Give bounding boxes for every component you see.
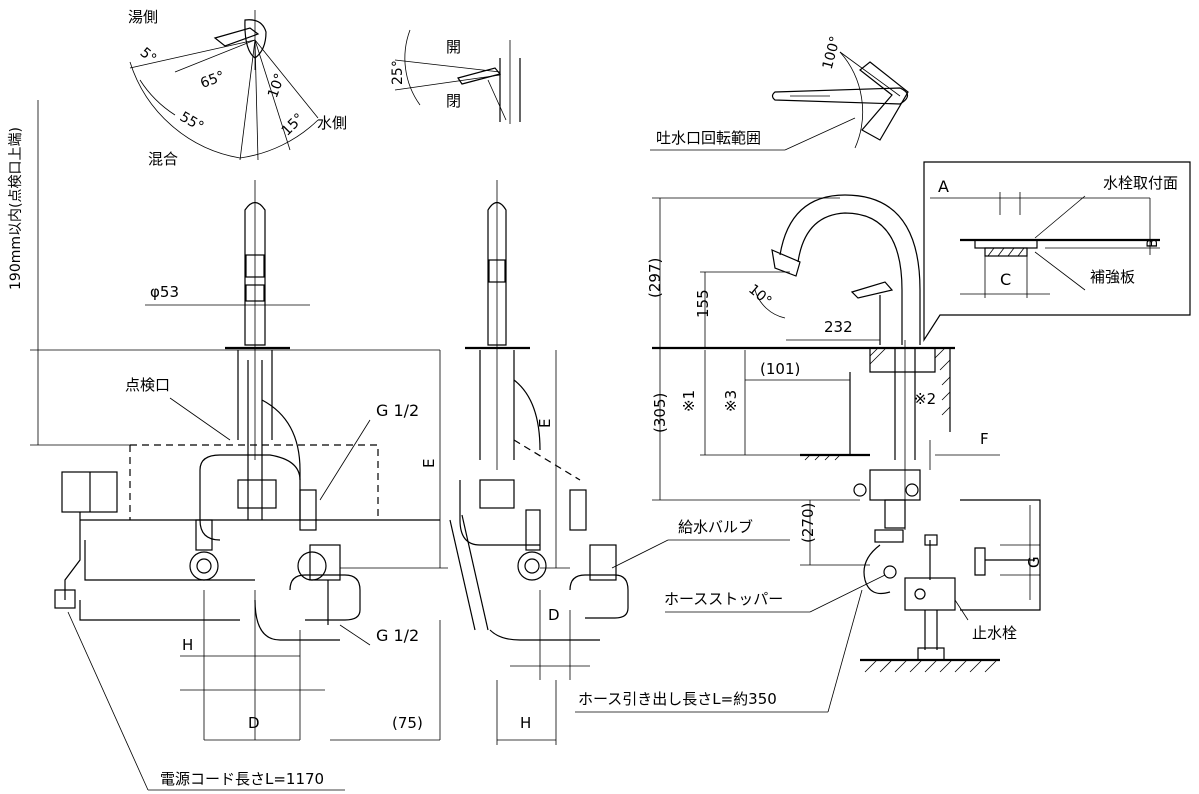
dim-270-label: (270) <box>799 503 817 543</box>
dim-e-right-label: E <box>536 419 554 428</box>
side-view: E D H 給水バルブ ホースストッパー ホース引き出し長さL=約350 <box>449 180 886 745</box>
dim-d-left-label: D <box>248 714 260 732</box>
mount-surface-label: 水栓取付面 <box>1103 174 1178 192</box>
dim-d-right-label: D <box>548 606 560 624</box>
dim-a-label: A <box>938 177 949 196</box>
mount-detail-box: A 水栓取付面 B 補強板 C <box>923 161 1191 343</box>
water-side-label: 水側 <box>317 114 347 132</box>
angle-15-label: 15° <box>279 110 308 139</box>
power-cord-label: 電源コード長さL=1170 <box>160 770 324 788</box>
angle-25-label: 25° <box>390 60 406 85</box>
dim-101-label: (101) <box>760 360 800 378</box>
mixed-label: 混合 <box>148 150 178 168</box>
hose-length-label: ホース引き出し長さL=約350 <box>578 690 777 708</box>
mark-3-label: ※3 <box>722 390 740 412</box>
angle-65-label: 65° <box>198 68 227 92</box>
dim-190-label: 190mm以内(点検口上端) <box>8 127 24 290</box>
dim-e-left-label: E <box>420 459 438 468</box>
mark-1-label: ※1 <box>680 390 698 412</box>
spout-rotation-label: 吐水口回転範囲 <box>656 129 761 147</box>
lever-open-close-diagram: 25° 開 閉 <box>390 29 521 124</box>
angle-10-label: 10° <box>265 71 289 100</box>
stop-valve-label: 止水栓 <box>972 624 1017 642</box>
dim-f-label: F <box>980 430 989 448</box>
g12-top-label: G 1/2 <box>376 401 419 420</box>
reinforce-plate-label: 補強板 <box>1090 268 1135 286</box>
lever-angle-diagram: 湯側 混合 水側 5° 65° 10° 55° 15° <box>128 8 347 168</box>
section-view: (297) 155 10° 232 <box>646 194 1043 673</box>
supply-valve-label: 給水バルブ <box>678 518 753 536</box>
dim-232-label: 232 <box>824 318 853 336</box>
mark-2-label: ※2 <box>914 390 936 408</box>
g12-bottom-label: G 1/2 <box>376 626 419 645</box>
hot-side-label: 湯側 <box>128 8 158 26</box>
dim-h-right-label: H <box>520 714 531 732</box>
dim-155-label: 155 <box>694 289 712 318</box>
spout-rotation-diagram: 100° 吐水口回転範囲 <box>650 34 909 151</box>
angle-10b-label: 10° <box>745 281 774 309</box>
dim-h-left-label: H <box>182 636 193 654</box>
dim-b-label: B <box>1145 238 1161 248</box>
dim-305-label: (305) <box>651 393 669 433</box>
dim-75-label: (75) <box>392 714 423 732</box>
dim-g-label: G <box>1025 556 1043 568</box>
dim-c-label: C <box>1000 270 1011 289</box>
angle-55-label: 55° <box>177 109 207 135</box>
dim-297-label: (297) <box>646 258 664 298</box>
front-view: φ53 点検口 G 1/2 G 1/2 <box>54 180 448 791</box>
hose-stopper-label: ホースストッパー <box>664 590 783 608</box>
open-label: 開 <box>446 38 461 56</box>
close-label: 閉 <box>446 92 461 110</box>
phi53-label: φ53 <box>150 283 179 301</box>
dim-190: 190mm以内(点検口上端) <box>8 100 440 446</box>
inspection-port-label: 点検口 <box>125 376 170 394</box>
angle-5-label: 5° <box>137 45 159 67</box>
